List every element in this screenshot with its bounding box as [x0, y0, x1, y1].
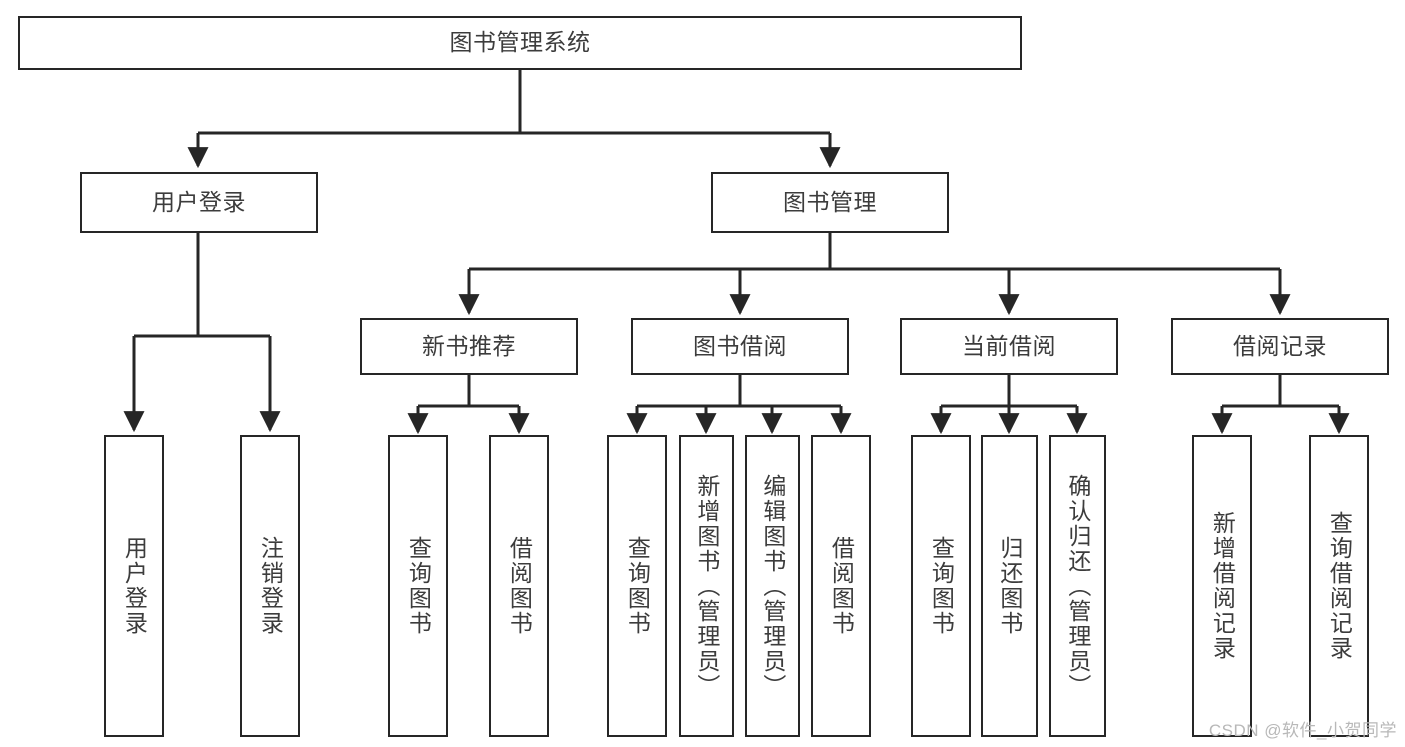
- node-label: 查询借阅记录: [1326, 511, 1353, 661]
- node-label: 归还图书: [996, 536, 1023, 636]
- node-borrow-records[interactable]: 借阅记录: [1171, 318, 1389, 375]
- node-label: 注销登录: [257, 536, 284, 636]
- node-label: 图书借阅: [693, 332, 787, 359]
- node-label: 图书管理系统: [449, 29, 591, 56]
- node-label: 借阅图书: [828, 536, 855, 636]
- node-leaf-records-add-record[interactable]: 新增借阅记录: [1192, 435, 1252, 737]
- node-label: 查询图书: [624, 536, 651, 636]
- node-leaf-borrow-add-book-admin[interactable]: 新增图书（管理员）: [679, 435, 734, 737]
- node-new-book-recommend[interactable]: 新书推荐: [360, 318, 578, 375]
- node-leaf-current-return-book[interactable]: 归还图书: [981, 435, 1038, 737]
- node-label: 新书推荐: [422, 332, 516, 359]
- node-label: 新增借阅记录: [1209, 511, 1236, 661]
- node-leaf-current-query-book[interactable]: 查询图书: [911, 435, 971, 737]
- node-book-management[interactable]: 图书管理: [711, 172, 949, 233]
- node-leaf-newbook-query-book[interactable]: 查询图书: [388, 435, 448, 737]
- node-leaf-newbook-borrow-book[interactable]: 借阅图书: [489, 435, 549, 737]
- node-leaf-logout[interactable]: 注销登录: [240, 435, 300, 737]
- node-user-login[interactable]: 用户登录: [80, 172, 318, 233]
- node-label: 借阅图书: [506, 536, 533, 636]
- node-book-borrow[interactable]: 图书借阅: [631, 318, 849, 375]
- node-label: 图书管理: [783, 188, 877, 215]
- node-label: 查询图书: [928, 536, 955, 636]
- node-leaf-borrow-query-book[interactable]: 查询图书: [607, 435, 667, 737]
- node-leaf-borrow-lend-book[interactable]: 借阅图书: [811, 435, 871, 737]
- node-current-borrow[interactable]: 当前借阅: [900, 318, 1118, 375]
- node-label: 确认归还（管理员）: [1064, 473, 1091, 699]
- node-label: 编辑图书（管理员）: [759, 473, 786, 699]
- node-label: 用户登录: [152, 188, 246, 215]
- node-leaf-current-confirm-return-admin[interactable]: 确认归还（管理员）: [1049, 435, 1106, 737]
- node-root-book-management-system[interactable]: 图书管理系统: [18, 16, 1022, 70]
- node-leaf-borrow-edit-book-admin[interactable]: 编辑图书（管理员）: [745, 435, 800, 737]
- node-label: 新增图书（管理员）: [693, 473, 720, 699]
- node-leaf-user-login[interactable]: 用户登录: [104, 435, 164, 737]
- node-label: 借阅记录: [1233, 332, 1327, 359]
- node-label: 查询图书: [405, 536, 432, 636]
- watermark: CSDN @软件_小贺同学: [1208, 721, 1397, 740]
- node-label: 用户登录: [121, 536, 148, 636]
- node-label: 当前借阅: [962, 332, 1056, 359]
- node-leaf-records-query-record[interactable]: 查询借阅记录: [1309, 435, 1369, 737]
